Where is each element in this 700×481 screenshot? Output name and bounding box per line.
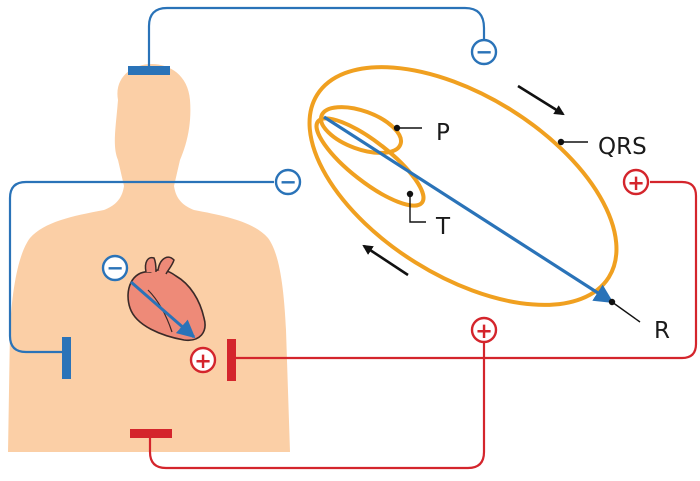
label-t: T [435, 214, 451, 240]
label-dots [393, 124, 616, 306]
vector-loops [307, 65, 619, 307]
t-loop [314, 116, 426, 208]
label-qrs: QRS [598, 134, 647, 160]
heart-vessels [144, 256, 175, 275]
minus-sign: − [106, 256, 124, 280]
heart-vector-arrow [130, 280, 196, 339]
bottom-electrode [130, 429, 172, 438]
minus-sign: − [279, 170, 297, 194]
positive-symbol-heart: + [189, 346, 217, 374]
label-r: R [654, 318, 670, 344]
label-p: P [436, 120, 450, 146]
plus-sign: + [627, 171, 645, 195]
left-lead-wire [8, 180, 274, 354]
head-lead-wire [147, 6, 486, 68]
qrs-loop [307, 65, 619, 307]
head-electrode [128, 66, 170, 75]
positive-lead-wires [148, 180, 698, 470]
bottom-lead-wire [148, 342, 486, 470]
p-loop [319, 105, 403, 155]
rotation-arrows [362, 84, 565, 277]
negative-lead-wires [8, 6, 486, 354]
label-leaders [397, 127, 641, 323]
positive-symbol-right: + [622, 168, 650, 196]
plus-sign: + [475, 319, 493, 343]
negative-symbol-left: − [274, 168, 302, 196]
minus-sign: − [475, 40, 493, 64]
main-vector-arrow [323, 115, 614, 304]
electrodes [62, 66, 236, 438]
clockwise-arrow-top [517, 84, 565, 116]
clockwise-arrow-bottom [362, 244, 409, 277]
left-electrode [62, 337, 71, 379]
right-electrode [227, 339, 236, 381]
negative-symbol-head: − [470, 38, 498, 66]
right-lead-wire [236, 180, 698, 360]
plus-sign: + [194, 349, 212, 373]
negative-symbol-heart: − [101, 254, 129, 282]
positive-symbol-bottom: + [470, 316, 498, 344]
